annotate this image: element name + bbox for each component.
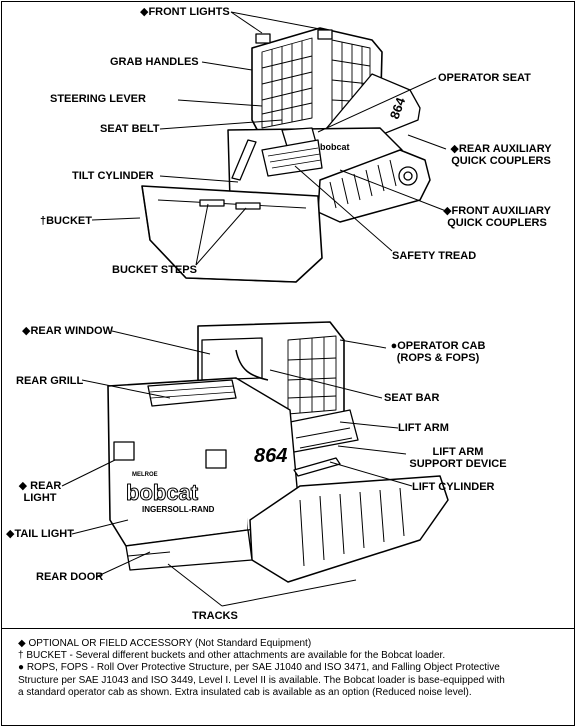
notes-divider (1, 628, 575, 629)
rear-view-loader: 864 MELROE bobcat INGERSOLL-RAND (107, 321, 449, 583)
front-aux-couplers-label: ◆FRONT AUXILIARY QUICK COUPLERS (440, 205, 554, 229)
bucket-steps-label: BUCKET STEPS (112, 264, 197, 276)
lift-arm-support-line2: SUPPORT DEVICE (409, 458, 507, 470)
note-optional: ◆ OPTIONAL OR FIELD ACCESSORY (Not Stand… (18, 638, 312, 649)
rear-aux-line1: ◆REAR AUXILIARY (450, 143, 552, 155)
front-model-mark: 864 (387, 95, 409, 121)
note-rops-1: ● ROPS, FOPS - Roll Over Protective Stru… (18, 662, 500, 674)
operator-cab-label: ●OPERATOR CAB (ROPS & FOPS) (384, 340, 492, 364)
steering-lever-label: STEERING LEVER (50, 93, 146, 105)
rear-light-line2: LIGHT (23, 492, 57, 504)
rear-grill-label: REAR GRILL (16, 375, 84, 387)
front-aux-line1: ◆FRONT AUXILIARY (443, 205, 551, 217)
note-rops-2: Structure per SAE J1043 and ISO 3449, Le… (18, 674, 505, 686)
front-aux-line2: QUICK COUPLERS (447, 217, 547, 229)
ingersoll-mark: INGERSOLL-RAND (142, 505, 215, 514)
front-brand-mark: bobcat (320, 142, 350, 152)
rear-aux-line2: QUICK COUPLERS (451, 155, 551, 167)
melroe-mark: MELROE (132, 472, 158, 478)
operator-cab-line1: ●OPERATOR CAB (390, 340, 486, 352)
note-bucket: † BUCKET - Several different buckets and… (18, 650, 446, 662)
footnotes: ◆ OPTIONAL OR FIELD ACCESSORY (Not Stand… (18, 638, 563, 699)
lift-arm-support-label: LIFT ARM SUPPORT DEVICE (406, 446, 510, 470)
rear-door-label: REAR DOOR (36, 571, 104, 583)
rear-aux-couplers-label: ◆REAR AUXILIARY QUICK COUPLERS (446, 143, 556, 167)
lift-arm-support-line1: LIFT ARM (432, 446, 484, 458)
front-view-loader: 864 bobcat (141, 27, 431, 283)
safety-tread-label: SAFETY TREAD (392, 250, 477, 262)
lift-arm-label: LIFT ARM (398, 422, 449, 434)
seat-bar-label: SEAT BAR (384, 392, 440, 404)
front-view-leaders (91, 11, 447, 266)
rear-view-leaders (61, 330, 413, 607)
operator-seat-label: OPERATOR SEAT (438, 72, 531, 84)
rear-light-line1: ◆ REAR (18, 480, 62, 492)
seat-belt-label: SEAT BELT (100, 123, 160, 135)
note-rops-3: a standard operator cab as shown. Extra … (18, 686, 472, 698)
front-lights-label: ◆FRONT LIGHTS (140, 6, 230, 18)
tracks-label: TRACKS (192, 610, 238, 622)
bucket-label: †BUCKET (40, 215, 92, 227)
rear-window-label: ◆REAR WINDOW (22, 325, 113, 337)
lift-cylinder-label: LIFT CYLINDER (412, 481, 495, 493)
operator-cab-line2: (ROPS & FOPS) (396, 352, 480, 364)
grab-handles-label: GRAB HANDLES (110, 56, 199, 68)
tilt-cylinder-label: TILT CYLINDER (72, 170, 154, 182)
rear-model-mark: 864 (254, 445, 287, 467)
rear-brand-mark: bobcat (126, 480, 199, 505)
rear-light-label: ◆ REAR LIGHT (10, 480, 70, 504)
tail-light-label: ◆TAIL LIGHT (6, 528, 74, 540)
